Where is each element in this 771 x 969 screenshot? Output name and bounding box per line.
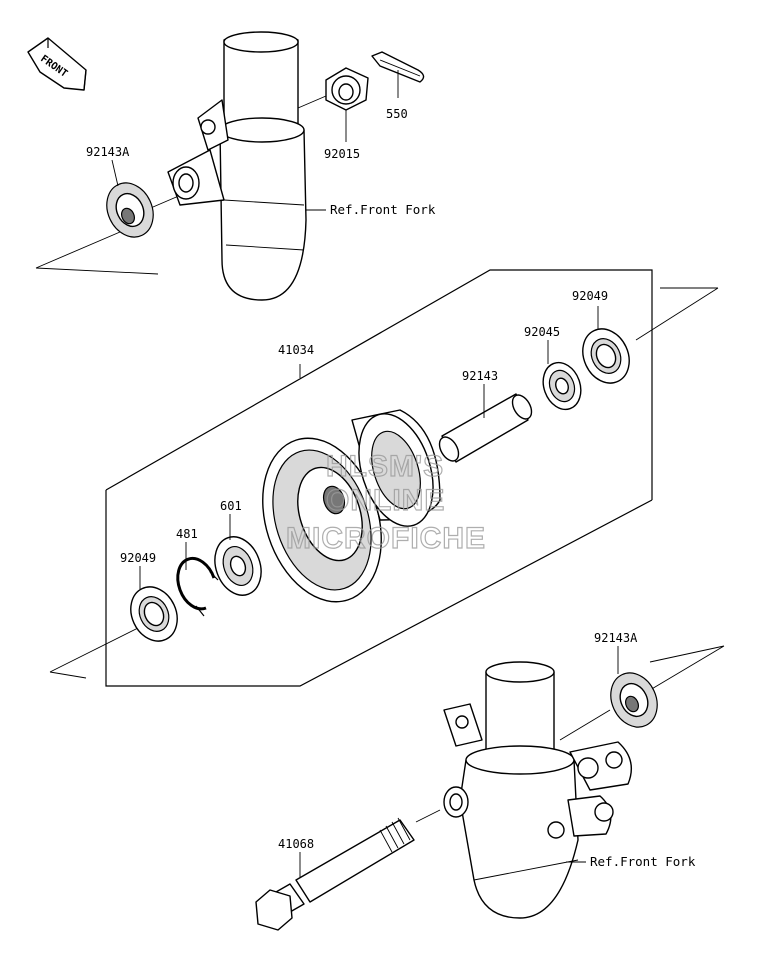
label-92143a-top: 92143A — [86, 145, 130, 159]
cotter-pin-550 — [371, 51, 425, 83]
label-92143: 92143 — [462, 369, 498, 383]
lower-fork-leg — [443, 645, 725, 919]
hub-group-frame — [105, 269, 653, 687]
ref-front-fork-bottom: Ref.Front Fork — [590, 854, 696, 869]
label-92049-left: 92049 — [120, 551, 156, 565]
collar-92143a-bottom — [610, 672, 658, 728]
label-92143a-bottom: 92143A — [594, 631, 638, 645]
bearing-92045 — [542, 361, 582, 411]
watermark-line2: ONLINE — [326, 484, 445, 517]
watermark-line3: MICROFICHE — [286, 522, 486, 555]
ref-front-fork-top: Ref.Front Fork — [330, 202, 436, 217]
axle-bolt-41068 — [255, 809, 441, 931]
front-arrow-icon: FRONT — [27, 37, 87, 91]
label-41068: 41068 — [278, 837, 314, 851]
seal-92049-right — [582, 328, 630, 384]
label-92045: 92045 — [524, 325, 560, 339]
label-92049-right: 92049 — [572, 289, 608, 303]
nut-92015 — [297, 67, 369, 111]
seal-92049-left — [130, 586, 178, 642]
sleeve-92143 — [438, 393, 533, 463]
watermark: HLSM'S ONLINE MICROFICHE — [285, 449, 486, 555]
circlip-481 — [176, 557, 219, 617]
upper-fork-leg — [35, 31, 307, 301]
label-41034: 41034 — [278, 343, 314, 357]
label-601: 601 — [220, 499, 242, 513]
collar-92143a-top — [106, 182, 154, 238]
wheel-hub-41034 — [262, 409, 441, 603]
label-550: 550 — [386, 107, 408, 121]
watermark-line1: HLSM'S — [326, 450, 444, 483]
bearing-601 — [214, 536, 262, 596]
label-92015: 92015 — [324, 147, 360, 161]
label-481: 481 — [176, 527, 198, 541]
